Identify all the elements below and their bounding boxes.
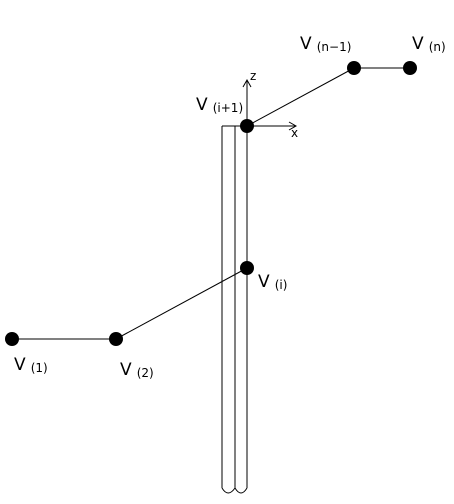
chain-links bbox=[12, 67, 410, 340]
label-vi1: V (i+1) bbox=[196, 95, 243, 115]
label-v1: V (1) bbox=[14, 355, 48, 375]
post-break-symbol bbox=[221, 487, 248, 494]
label-vi1-main: V bbox=[196, 95, 208, 115]
node-vi1 bbox=[240, 119, 254, 133]
label-v2-sub: (2) bbox=[137, 366, 154, 380]
support-post bbox=[221, 125, 248, 494]
label-vn1: V (n−1) bbox=[300, 34, 351, 54]
label-v1-sub: (1) bbox=[31, 361, 48, 375]
x-axis-arrow bbox=[288, 121, 298, 131]
z-axis-arrow bbox=[242, 78, 252, 88]
label-v1-main: V bbox=[14, 355, 26, 375]
node-vn1 bbox=[347, 61, 361, 75]
label-vn-main: V bbox=[412, 34, 424, 54]
node-vn bbox=[403, 61, 417, 75]
label-vi-main: V bbox=[258, 272, 270, 292]
label-vi1-sub: (i+1) bbox=[213, 101, 243, 115]
node-v1 bbox=[5, 332, 19, 346]
label-vi: V (i) bbox=[258, 272, 287, 292]
link-vi1-vn1 bbox=[246, 67, 355, 127]
label-v2-main: V bbox=[120, 360, 132, 380]
node-v2 bbox=[109, 332, 123, 346]
node-labels: V (1) V (2) V (i) V (i+1) V (n−1) V (n) bbox=[14, 34, 446, 380]
z-axis-label: z bbox=[250, 69, 256, 83]
label-v2: V (2) bbox=[120, 360, 154, 380]
x-axis-label: x bbox=[291, 126, 298, 140]
node-vi bbox=[240, 261, 254, 275]
chain-nodes bbox=[5, 61, 417, 346]
label-vn-sub: (n) bbox=[429, 40, 446, 54]
label-vn1-main: V bbox=[300, 34, 312, 54]
coordinate-axes: z x bbox=[242, 69, 298, 140]
label-vn: V (n) bbox=[412, 34, 446, 54]
label-vi-sub: (i) bbox=[275, 278, 288, 292]
label-vn1-sub: (n−1) bbox=[317, 40, 352, 54]
link-v2-vi bbox=[115, 267, 248, 340]
